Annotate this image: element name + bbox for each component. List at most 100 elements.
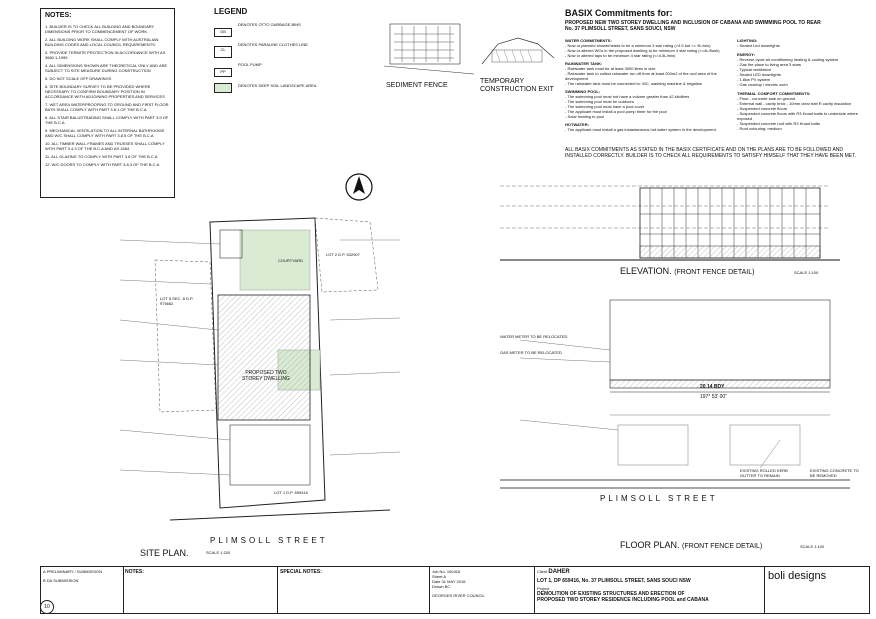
floor-plan-drawing: [500, 299, 850, 489]
tb-job-info: Job No. 150416 Sheet A Date 31 MAY 2016 …: [430, 567, 535, 613]
title-block: A PRELIMINARY / SUBMISSION B DA SUBMISSI…: [40, 566, 870, 614]
basix-item: - External wall - cavity brick - 10mm cl…: [737, 101, 852, 106]
basix-item: - Suspended concrete roof with R3 Knauf …: [737, 121, 820, 126]
floor-plan-title-text: FLOOR PLAN.: [620, 540, 680, 550]
revision-table: A PRELIMINARY / SUBMISSION B DA SUBMISSI…: [41, 567, 124, 613]
basix-item: - The swimming pool must have a pool cov…: [565, 104, 645, 109]
basix-project: PROPOSED NEW TWO STOREY DWELLING AND INC…: [565, 20, 821, 26]
fp-dimension: 20.14 BDY: [700, 384, 725, 390]
basix-item: - The swimming pool must not have a volu…: [565, 94, 690, 99]
note-item: 11. ALL GLAZING TO COMPLY WITH PART 3.6 …: [45, 154, 158, 159]
basix-item: - Now or altered WCs in the proposed dwe…: [565, 48, 720, 53]
elevation-scale: SCALE 1:100: [794, 270, 819, 275]
basix-item: - Sealed Led downlights: [737, 43, 780, 48]
revision-row: B DA SUBMISSION: [43, 578, 79, 583]
legend-label: DENOTES OTTO GARBAGE BINS: [238, 22, 301, 27]
elevation: ELEVATION. (FRONT FENCE DETAIL) SCALE 1:…: [500, 178, 850, 278]
note-item: 2. ALL BUILDING WORK SHALL COMPLY WITH A…: [45, 37, 159, 47]
fp-annotation: GAS METER TO BE RELOCATED: [500, 350, 562, 355]
note-item: 10. ALL TIMBER WALL FRAMES AND TRUSSES S…: [45, 141, 165, 151]
basix-item: - The rainwater tank must be connected t…: [565, 81, 703, 86]
site-plan: COURTYARD LOT 2 D.P. 532907 LOT 5 SEC. 8…: [60, 200, 490, 560]
construction-exit-detail: TEMPORARY CONSTRUCTION EXIT: [478, 14, 558, 104]
tb-sheet: Sheet A: [432, 574, 447, 579]
rain-heading: RAINWATER TANK:: [565, 61, 603, 66]
site-plan-scale: SCALE 1:200: [206, 550, 231, 555]
sediment-fence-title: SEDIMENT FENCE: [386, 82, 448, 89]
clothes-line-icon: CL: [214, 46, 232, 58]
fp-annotation: EXISTING CONCRETE TO BE REMOVED: [810, 468, 859, 478]
basix-item: - The applicant must install a gas insta…: [565, 127, 717, 132]
hotwater-heading: HOTWATER:: [565, 122, 589, 127]
floor-plan-subtitle: (FRONT FENCE DETAIL): [682, 543, 763, 550]
basix-item: - Roof colouring: medium: [737, 126, 782, 131]
legend: LEGEND GB DENOTES OTTO GARBAGE BINS CL D…: [214, 8, 354, 100]
note-item: 8. ALL STAIR BALUSTRADING SHALL COMPLY W…: [45, 115, 169, 125]
tb-date: Date 31 MAY 2016: [432, 579, 466, 584]
lot-left-label: LOT 5 SEC. 8 D.P. 975662: [160, 296, 194, 306]
note-item: 5. DO NOT SCALE OFF DRAWINGS: [45, 76, 112, 81]
basix-item: - Sealed LED downlights: [737, 72, 781, 77]
tb-notes: NOTES:: [123, 567, 278, 613]
thermal-heading: THERMAL COMFORT COMMITMENTS:: [737, 91, 811, 96]
fp-annotation: WATER METER TO BE RELOCATED: [500, 334, 568, 339]
energy-heading: ENERGY:: [737, 52, 755, 57]
tb-address: LOT 1, DP 659416, No. 37 PLIMSOLL STREET…: [537, 578, 691, 584]
construction-exit-drawing: [481, 37, 555, 65]
note-item: 12. W/C DOORS TO COMPLY WITH PART 3.8.3 …: [45, 162, 160, 167]
tb-notes-heading: NOTES:: [125, 569, 144, 575]
notes-heading: NOTES:: [45, 12, 72, 19]
note-item: 7. WET AREA WATERPROOFING TO GROUND AND …: [45, 102, 169, 112]
pool-pump-icon: PP: [214, 68, 232, 77]
north-arrow-icon: [345, 173, 373, 201]
basix-footer: ALL BASIX COMMITMENTS AS STATED IN THE B…: [565, 147, 857, 159]
dwelling-label: PROPOSED TWO STOREY DWELLING: [242, 370, 290, 382]
basix-item: - Rainwater tank to collect rainwater ru…: [565, 71, 717, 81]
site-plan-drawing: [119, 217, 401, 521]
notes-list: 1. BUILDER IS TO CHECK ALL BUILDING AND …: [45, 24, 170, 167]
basix-item: - Rainwater tank must be at least 3000 l…: [565, 66, 656, 71]
elevation-subtitle: (FRONT FENCE DETAIL): [674, 269, 755, 276]
note-item: 1. BUILDER IS TO CHECK ALL BUILDING AND …: [45, 24, 155, 34]
basix-panel: BASIX Commitments for: PROPOSED NEW TWO …: [565, 8, 870, 170]
tb-special-heading: SPECIAL NOTES:: [280, 569, 322, 575]
floor-plan-scale: SCALE 1:100: [800, 544, 825, 549]
fp-annotation: EXISTING ROLLED KERB GUTTER TO REMAIN: [740, 468, 788, 478]
basix-heading: BASIX Commitments for:: [565, 8, 673, 18]
site-plan-street: PLIMSOLL STREET: [210, 536, 328, 545]
basix-item: - Suspended concrete floors with R3 Knau…: [737, 111, 858, 121]
tb-project-line1: DEMOLITION OF EXISTING STRUCTURES AND ER…: [537, 591, 685, 597]
fp-bearing: 197° 53' 00": [700, 394, 727, 400]
tb-firm: boli designs: [765, 567, 869, 613]
basix-item: - Floor - concrete slab on ground: [737, 96, 796, 101]
garbage-bin-icon: GB: [214, 28, 232, 37]
basix-item: - Gas cooktop / electric oven: [737, 82, 788, 87]
elevation-title: ELEVATION. (FRONT FENCE DETAIL): [620, 266, 754, 276]
basix-item: - Typical ventilation: [737, 67, 771, 72]
legend-label: POOL PUMP: [238, 62, 262, 67]
deep-soil-icon: [214, 83, 232, 93]
site-plan-title: SITE PLAN.: [140, 548, 189, 558]
basix-item: - Solar heating to pool: [565, 114, 605, 119]
sediment-fence-detail: SEDIMENT FENCE: [383, 14, 476, 104]
firm-logo: boli designs: [768, 570, 827, 582]
basix-item: - Suspended concrete floors: [737, 106, 788, 111]
lot-bottom-label: LOT 1 D.P. 659416: [274, 490, 308, 495]
basix-address: No. 37 PLIMSOLL STREET, SANS SOUCI, NSW: [565, 26, 676, 32]
note-item: 6. SITE BOUNDARY SURVEY TO BE PROVIDED W…: [45, 84, 165, 99]
tb-client: Client DAHER: [537, 569, 570, 575]
legend-row: CL DENOTES PARALINE CLOTHES LINE: [214, 38, 308, 58]
legend-label: DENOTES PARALINE CLOTHES LINE: [238, 42, 308, 47]
basix-left-column: WATER COMMITMENTS: - Now or planned show…: [565, 38, 735, 132]
legend-row: GB DENOTES OTTO GARBAGE BINS: [214, 20, 301, 38]
basix-item: - The swimming pool must be outdoors: [565, 99, 634, 104]
basix-item: - 1.8kw PV system: [737, 77, 771, 82]
basix-item: - Now or altered taps to be minimum 4 st…: [565, 53, 676, 58]
construction-exit-title: TEMPORARY CONSTRUCTION EXIT: [480, 78, 554, 93]
tb-project-label: Project: [537, 586, 550, 591]
note-item: 3. PROVIDE TERMITE PROTECTION IN ACCORDA…: [45, 50, 166, 60]
legend-heading: LEGEND: [214, 7, 248, 16]
fp-street: PLIMSOLL STREET: [600, 494, 718, 503]
tb-special-notes: SPECIAL NOTES:: [278, 567, 430, 613]
floor-plan: WATER METER TO BE RELOCATED GAS METER TO…: [500, 290, 860, 558]
